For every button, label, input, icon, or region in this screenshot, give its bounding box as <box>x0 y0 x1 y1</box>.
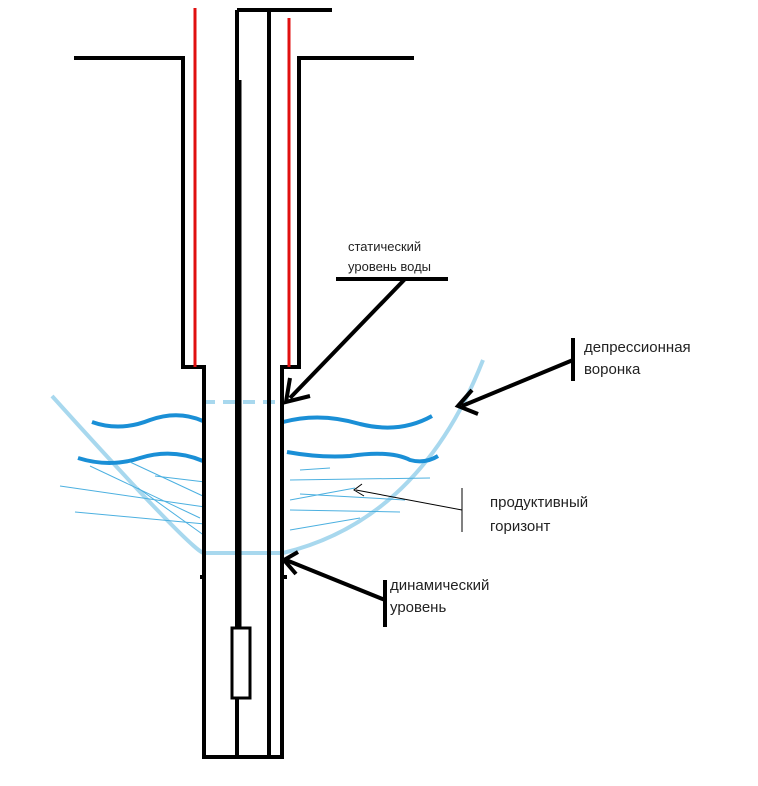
casing-left-wall <box>74 56 414 759</box>
static-level-label-line2: уровень воды <box>348 259 431 274</box>
static-level-pointer <box>283 277 448 405</box>
wave-right-lower <box>286 450 440 464</box>
dynamic-level-label-line2: уровень <box>390 599 446 616</box>
productive-horizon-label-line2: горизонт <box>490 518 551 535</box>
dynamic-level-pointer <box>280 550 387 627</box>
static-level-label: статический уровень воды <box>348 239 431 274</box>
productive-horizon-label: продуктивный горизонт <box>490 494 592 535</box>
wave-left-lower <box>77 451 204 465</box>
static-level-label-line1: статический <box>348 239 421 254</box>
productive-horizon-hatch <box>59 461 431 537</box>
pump <box>230 80 252 700</box>
dynamic-level-label-line1: динамический <box>390 577 489 594</box>
water-waves <box>77 413 440 465</box>
depression-funnel-label-line2: воронка <box>584 361 641 378</box>
productive-horizon-label-line1: продуктивный <box>490 494 588 511</box>
depression-funnel-label: депрессионная воронка <box>584 339 695 378</box>
pump-body <box>230 626 252 700</box>
depression-funnel-pointer <box>454 338 575 416</box>
productive-horizon-pointer <box>353 483 463 532</box>
dynamic-level-label: динамический уровень <box>390 577 494 616</box>
wave-right-upper <box>282 414 433 430</box>
red-casing-pipes <box>193 8 291 367</box>
depression-funnel-label-line1: депрессионная <box>584 339 691 356</box>
wave-left-upper <box>91 413 204 429</box>
